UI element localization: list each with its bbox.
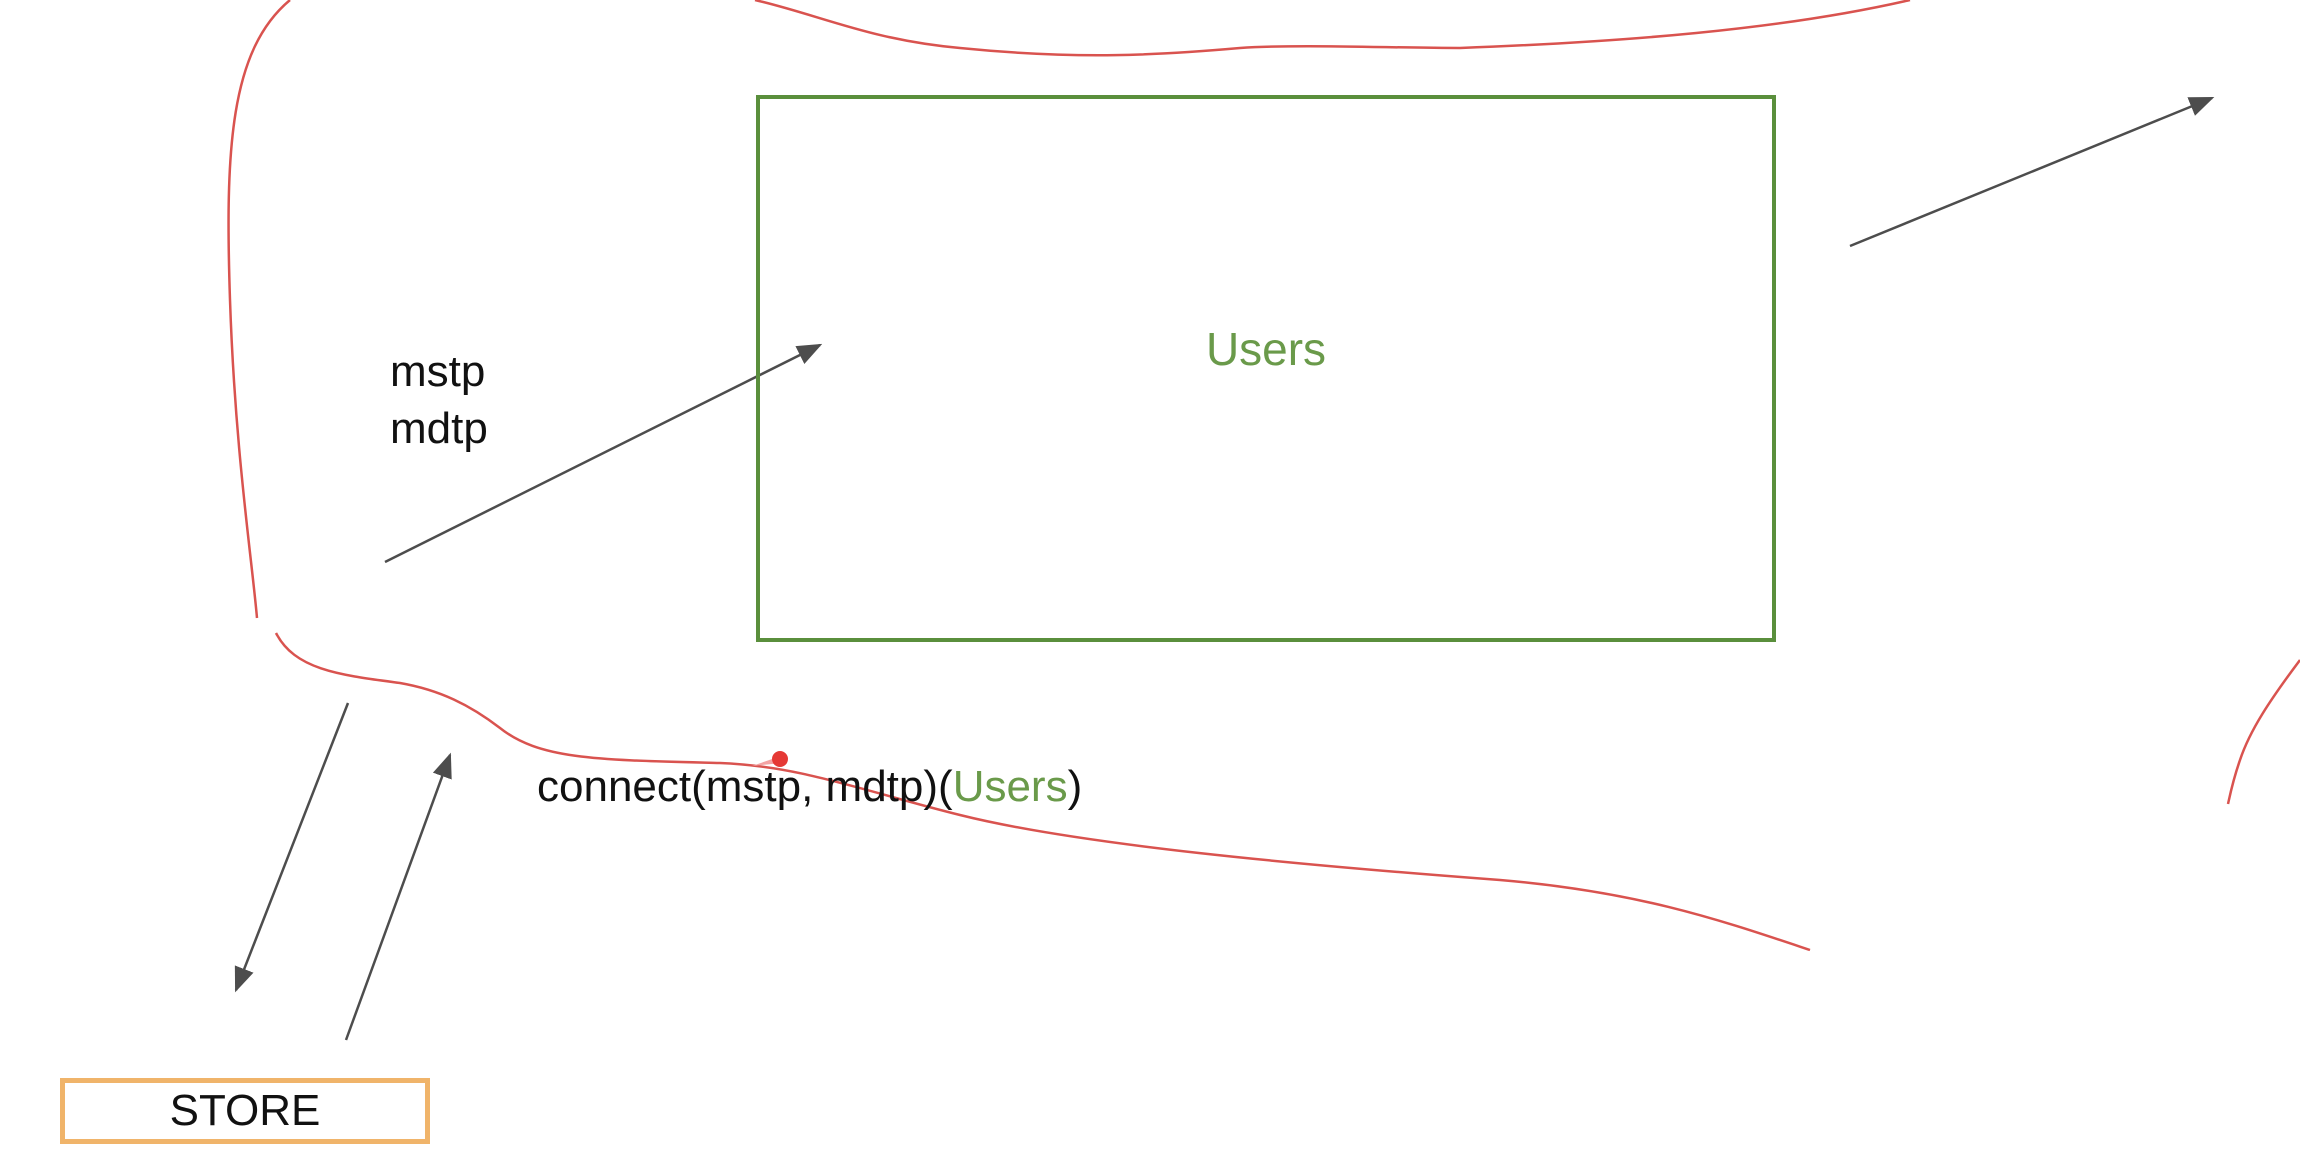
mdtp-label: mdtp — [390, 404, 488, 453]
freehand-outline-bottom — [274, 632, 1811, 952]
users-component-box: Users — [756, 95, 1776, 642]
users-component-title: Users — [1205, 323, 1327, 375]
mstp-label: mstp — [390, 347, 486, 396]
freehand-outline-top-edge — [754, 0, 1911, 57]
arrow-from-store — [344, 752, 452, 1041]
connect-argument-users: Users — [952, 762, 1068, 811]
store-box: STORE — [60, 1078, 430, 1144]
freehand-outline-right — [2226, 659, 2300, 805]
store-label: STORE — [169, 1086, 321, 1135]
arrow-to-store — [234, 702, 350, 993]
connect-close-paren: ) — [1067, 762, 1083, 811]
pointer-dot — [772, 751, 788, 767]
arrow-props-into-users — [384, 343, 823, 564]
connect-call: connect(mstp, mdtp)( — [537, 762, 953, 811]
arrow-users-out — [1849, 96, 2215, 248]
connect-expression: connect(mstp, mdtp)(Users) — [537, 765, 1082, 809]
freehand-outline-top — [227, 0, 291, 619]
